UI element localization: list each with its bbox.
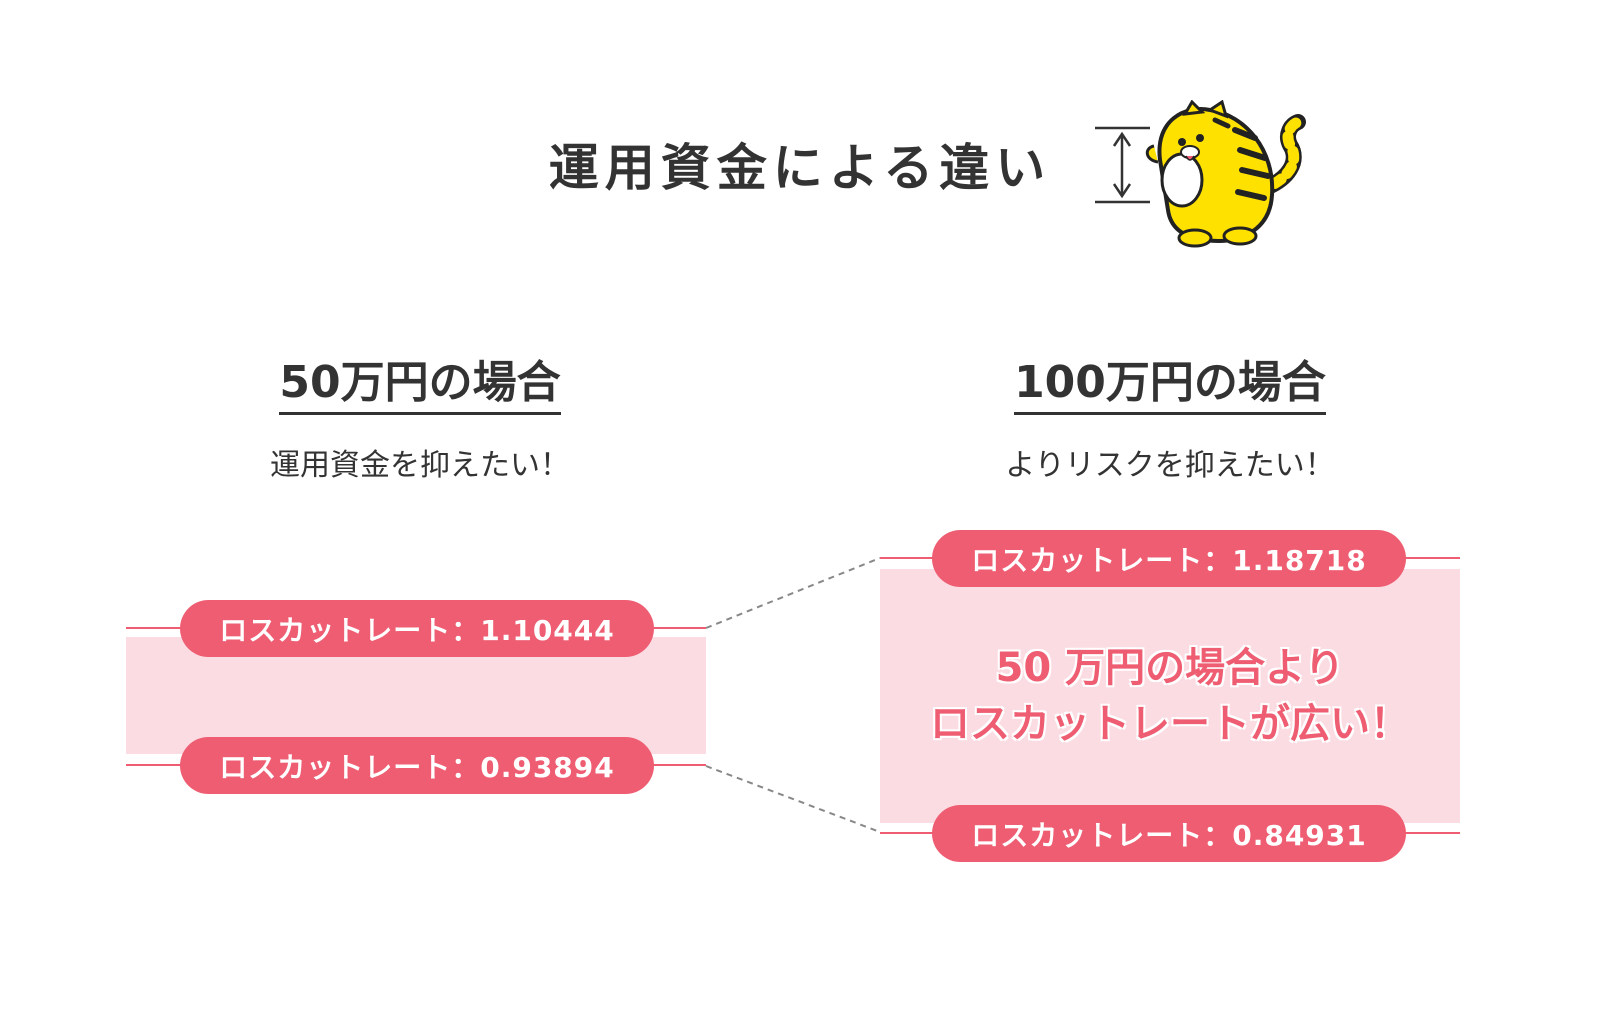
left-heading: 50万円の場合: [180, 346, 660, 415]
right-subtitle: よりリスクを抑えたい！: [1005, 448, 1335, 483]
right-lower-rate-pill: ロスカットレート：0.84931: [932, 805, 1406, 862]
lower-connector: [705, 765, 881, 833]
tiger-mascot-icon: [1145, 100, 1306, 248]
right-heading-text: 100万円の場合: [1014, 346, 1326, 415]
left-subtitle: 運用資金を抑えたい！: [270, 448, 570, 483]
right-heading: 100万円の場合: [930, 346, 1410, 415]
left-upper-rate-pill: ロスカットレート：1.10444: [180, 600, 654, 657]
upper-connector: [705, 557, 881, 629]
left-lower-rate-pill: ロスカットレート：0.93894: [180, 737, 654, 794]
comparison-callout: 50 万円の場合より ロスカットレートが広い！: [880, 640, 1460, 752]
left-heading-text: 50万円の場合: [279, 346, 561, 415]
page-title: 運用資金による違い: [548, 139, 1052, 197]
right-upper-rate-pill: ロスカットレート：1.18718: [932, 530, 1406, 587]
callout-line-1: 50 万円の場合より: [995, 644, 1346, 692]
height-measure-arrow-icon: [1095, 126, 1150, 204]
callout-line-2: ロスカットレートが広い！: [929, 700, 1411, 748]
right-range-band: [880, 569, 1460, 823]
